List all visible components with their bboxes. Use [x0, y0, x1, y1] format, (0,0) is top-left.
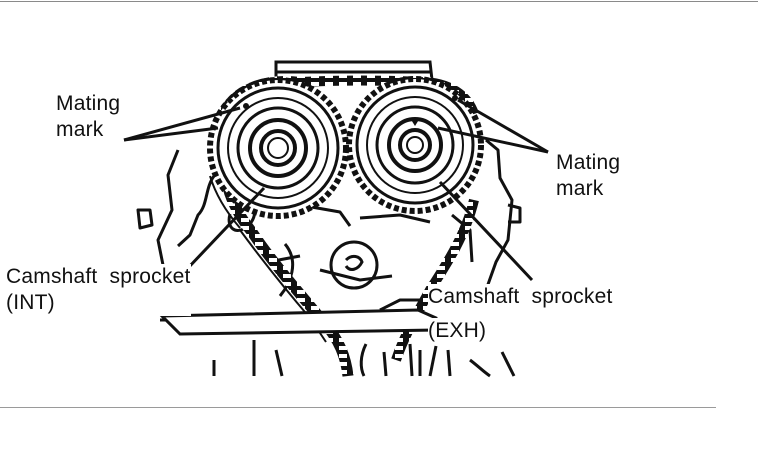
- exhaust-mating-mark-notch: [410, 118, 420, 126]
- oil-passage-circle: [329, 240, 379, 290]
- intake-mating-mark-dot: [243, 103, 249, 109]
- intake-sprocket: [207, 77, 349, 219]
- camshaft-sprocket-exh-label: Camshaft sprocket (EXH): [428, 284, 613, 344]
- camshaft-sprocket-int-label: Camshaft sprocket (INT): [6, 264, 191, 316]
- bottom-rule: [0, 407, 716, 408]
- mating-mark-left-label: Mating mark: [56, 92, 121, 141]
- mating-mark-right-label: Mating mark: [556, 151, 621, 200]
- chain-guide-plate: [158, 308, 438, 336]
- top-rule: [0, 1, 758, 2]
- exhaust-sprocket: [346, 76, 484, 214]
- leader-lines: [123, 98, 549, 282]
